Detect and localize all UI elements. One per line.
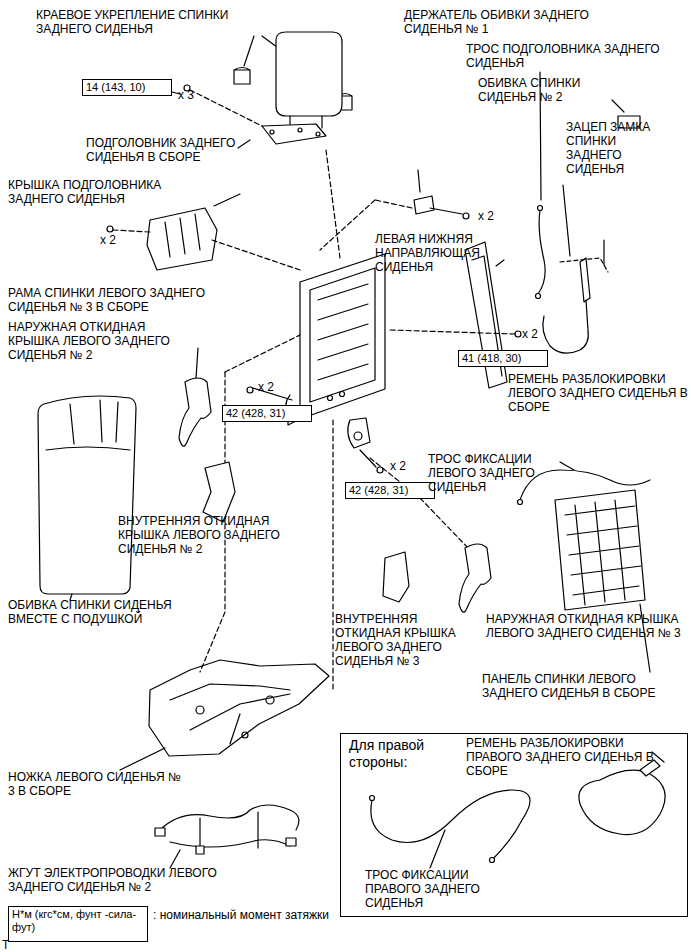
quantity-mark: x 2: [100, 233, 130, 247]
part-name: ЛЕВАЯ НИЖНЯЯ НАПРАВЛЯЮЩАЯ СИДЕНЬЯ: [375, 232, 510, 274]
part-name: ЖГУТ ЭЛЕКТРОПРОВОДКИ ЛЕВОГО ЗАДНЕГО СИДЕ…: [8, 866, 233, 894]
part-name: НАРУЖНАЯ ОТКИДНАЯ КРЫШКА ЛЕВОГО ЗАДНЕГО …: [8, 320, 188, 362]
torque-value: 41 (418, 30): [459, 351, 547, 366]
quantity-mark: x 3: [178, 88, 208, 102]
torque-box: 42 (428, 31): [222, 405, 312, 422]
part-name: КРЫШКА ПОДГОЛОВНИКА ЗАДНЕГО СИДЕНЬЯ: [8, 178, 198, 206]
part-name: ВНУТРЕННЯЯ ОТКИДНАЯ КРЫШКА ЛЕВОГО ЗАДНЕГ…: [118, 514, 308, 556]
part-name: РАМА СПИНКИ ЛЕВОГО ЗАДНЕГО СИДЕНЬЯ № 3 В…: [8, 286, 248, 314]
torque-value: Н*м (кгс*см, фунт -сила-фут): [9, 907, 147, 935]
quantity-mark: x 2: [478, 209, 508, 223]
torque-box: 42 (428, 31): [345, 482, 435, 499]
part-name: КРАЕВОЕ УКРЕПЛЕНИЕ СПИНКИ ЗАДНЕГО СИДЕНЬ…: [36, 8, 236, 36]
quantity-mark: x 2: [522, 327, 552, 341]
part-name: ТРОС ФИКСАЦИИ ПРАВОГО ЗАДНЕГО СИДЕНЬЯ: [365, 868, 505, 910]
panel-heading: Для правой стороны:: [341, 734, 457, 774]
quantity-mark: x 2: [390, 459, 420, 473]
part-name: РЕМЕНЬ РАЗБЛОКИРОВКИ ЛЕВОГО ЗАДНЕГО СИДЕ…: [508, 372, 690, 414]
part-name: ЗАЦЕП ЗАМКА СПИНКИ ЗАДНЕГО СИДЕНЬЯ: [566, 120, 661, 176]
part-name: ПОДГОЛОВНИК ЗАДНЕГО СИДЕНЬЯ В СБОРЕ: [86, 136, 286, 164]
torque-value: 42 (428, 31): [223, 406, 311, 421]
legend-text: : номинальный момент затяжки: [153, 908, 333, 922]
part-name: НАРУЖНАЯ ОТКИДНАЯ КРЫШКА ЛЕВОГО ЗАДНЕГО …: [486, 612, 686, 640]
legend-sample-box: Н*м (кгс*см, фунт -сила-фут): [8, 906, 148, 942]
part-name: ОБИВКА СПИНКИ СИДЕНЬЯ ВМЕСТЕ С ПОДУШКОЙ: [8, 598, 178, 626]
part-name: ВНУТРЕННЯЯ ОТКИДНАЯ КРЫШКА ЛЕВОГО ЗАДНЕГ…: [335, 612, 475, 668]
quantity-mark: x 2: [258, 380, 288, 394]
part-name: ПАНЕЛЬ СПИНКИ ЛЕВОГО ЗАДНЕГО СИДЕНЬЯ В С…: [482, 672, 687, 700]
part-name: ДЕРЖАТЕЛЬ ОБИВКИ ЗАДНЕГО СИДЕНЬЯ № 1: [404, 8, 634, 36]
part-name: РЕМЕНЬ РАЗБЛОКИРОВКИ ПРАВОГО ЗАДНЕГО СИД…: [466, 736, 656, 778]
part-name: НОЖКА ЛЕВОГО СИДЕНЬЯ № 3 В СБОРЕ: [8, 770, 183, 798]
part-name: ТРОС ПОДГОЛОВНИКА ЗАДНЕГО СИДЕНЬЯ: [466, 42, 681, 70]
torque-value: 42 (428, 31): [346, 483, 434, 498]
torque-box: 41 (418, 30): [458, 350, 548, 367]
torque-box: 14 (143, 10): [82, 79, 172, 96]
torque-value: 14 (143, 10): [83, 80, 171, 95]
part-name: ОБИВКА СПИНКИ СИДЕНЬЯ № 2: [478, 76, 638, 104]
part-name: ТРОС ФИКСАЦИИ ЛЕВОГО ЗАДНЕГО СИДЕНЬЯ: [428, 452, 560, 494]
figure-code: T: [2, 938, 22, 952]
